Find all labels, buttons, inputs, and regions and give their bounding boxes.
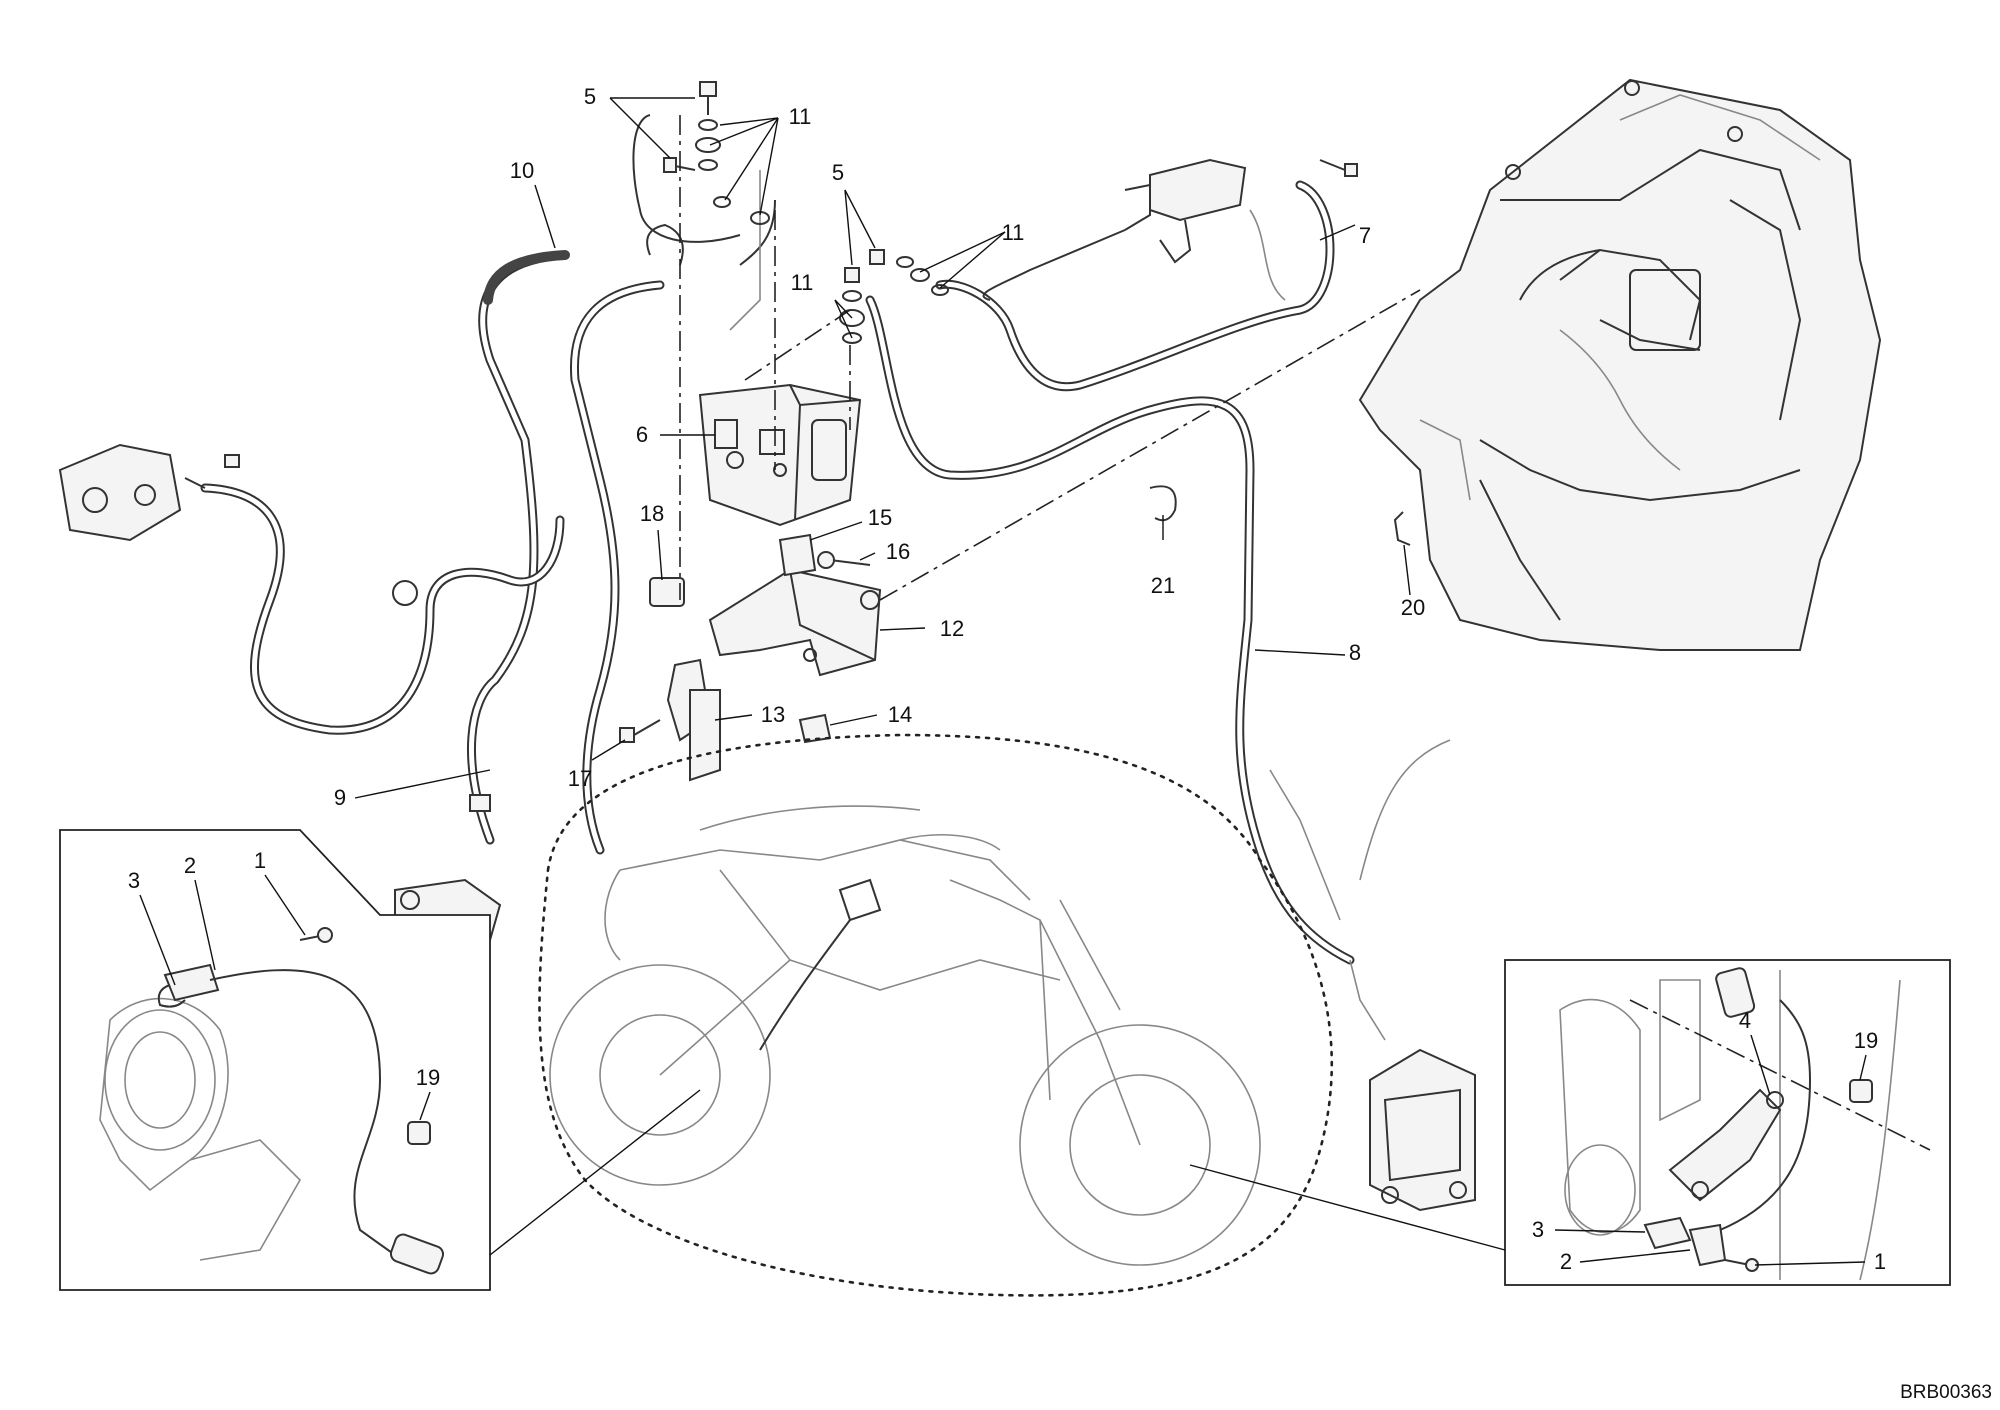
callout-10: 10 [510,158,534,183]
callout-13: 13 [761,702,785,727]
callout-19-front: 19 [1854,1028,1878,1053]
callout-leaders [139,97,1867,1266]
front-sensor-detail [1504,959,1951,1286]
callout-2-rear: 2 [184,853,196,878]
callout-5-mid: 5 [832,160,844,185]
callout-20: 20 [1401,595,1425,620]
callout-3-front: 3 [1532,1217,1544,1242]
detail-connectors [489,1089,1506,1256]
abs-bracket [666,568,882,782]
callout-18: 18 [640,501,664,526]
callout-4-front: 4 [1739,1008,1751,1033]
abs-modulator [698,383,862,527]
callout-labels: 5 11 10 5 11 11 7 6 18 15 16 12 21 20 8 … [128,84,1886,1274]
callout-14: 14 [888,702,912,727]
callout-2-front: 2 [1560,1249,1572,1274]
center-lines [679,115,1421,601]
callout-7: 7 [1359,223,1371,248]
front-master-cylinder [982,158,1358,301]
brake-hoses [200,114,1355,965]
callout-12: 12 [940,616,964,641]
motorcycle-overview [538,733,1334,1297]
callout-19-rear: 19 [416,1065,440,1090]
callout-16: 16 [886,539,910,564]
callout-15: 15 [868,505,892,530]
rear-sensor-detail [59,829,491,1291]
fasteners [392,81,1411,744]
front-caliper [1269,739,1476,1212]
callout-11-mid-left: 11 [791,270,814,295]
callout-8: 8 [1349,640,1361,665]
callout-1-rear: 1 [254,848,266,873]
airbox-assembly [1358,78,1882,651]
callout-3-rear: 3 [128,868,140,893]
callout-9: 9 [334,785,346,810]
callout-6: 6 [636,422,648,447]
rear-caliper [58,443,240,542]
callout-17: 17 [568,766,592,791]
callout-11-top: 11 [789,104,812,129]
callout-1-front: 1 [1874,1249,1886,1274]
callout-21: 21 [1151,573,1175,598]
reference-code: BRB00363 [1900,1382,1992,1403]
callout-11-mid-right: 11 [1002,220,1025,245]
callout-5-top: 5 [584,84,596,109]
